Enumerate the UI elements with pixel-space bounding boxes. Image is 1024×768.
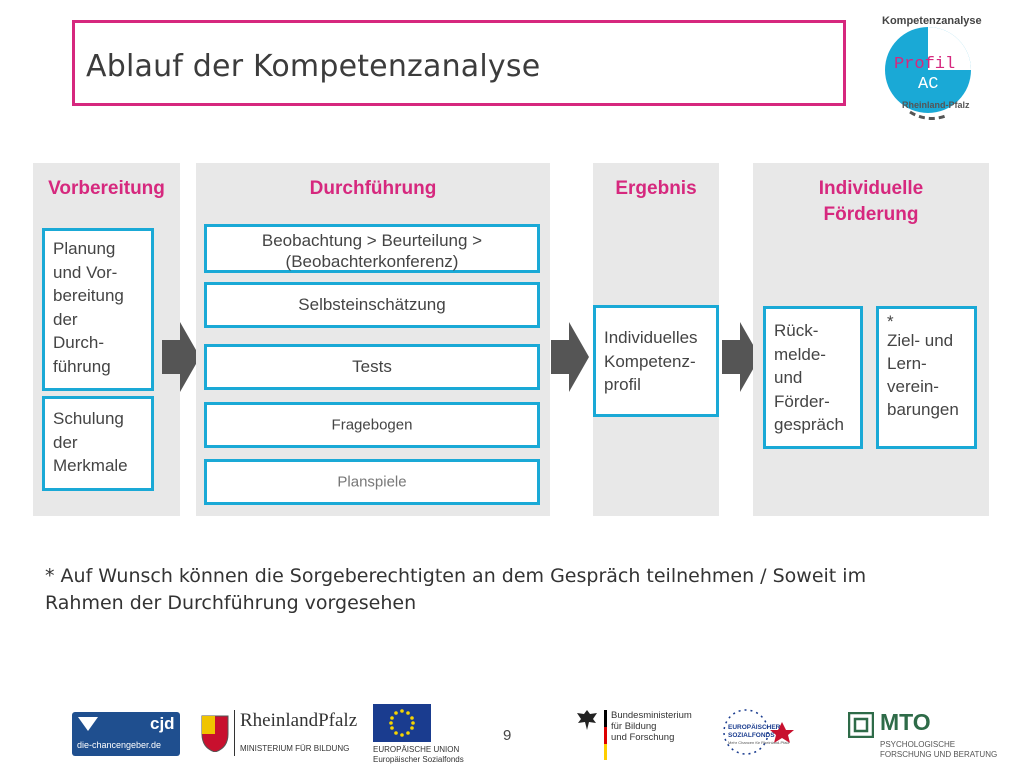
box-text: Selbsteinschätzung bbox=[298, 295, 446, 314]
column-heading: Individuelle Förderung bbox=[818, 178, 924, 225]
eu-line1: EUROPÄISCHE UNION bbox=[373, 745, 460, 754]
profil-ac-logo-graphic: Profil AC bbox=[885, 27, 971, 120]
bmbf-line2: für Bildung bbox=[611, 721, 657, 732]
mto-line1: PSYCHOLOGISCHE bbox=[880, 740, 956, 749]
column-vorbereitung: Vorbereitung Planung und Vor- bereitung … bbox=[33, 163, 180, 516]
box-selbsteinschaetzung: Selbsteinschätzung bbox=[204, 282, 540, 328]
esf-line2: SOZIALFONDS bbox=[728, 732, 775, 739]
cjd-mark: cjd bbox=[150, 714, 175, 733]
mto-logo: MTO PSYCHOLOGISCHE FORSCHUNG UND BERATUN… bbox=[848, 709, 998, 762]
box-text: Rück- melde- und Förder- gespräch bbox=[774, 321, 844, 434]
box-rueckmeldegespraech: Rück- melde- und Förder- gespräch bbox=[763, 306, 863, 449]
box-fragebogen: Fragebogen bbox=[204, 402, 540, 448]
page-title: Ablauf der Kompetenzanalyse bbox=[86, 49, 541, 84]
rlp-name: RheinlandPfalz bbox=[240, 710, 358, 731]
esf-logo: EUROPÄISCHER SOZIALFONDS Mehr Chancen fü… bbox=[716, 708, 800, 758]
eu-line2: Europäischer Sozialfonds bbox=[373, 755, 464, 764]
arrow-right-icon bbox=[162, 322, 200, 392]
cjd-logo: cjd die-chancengeber.de bbox=[72, 712, 180, 756]
box-text: Planung und Vor- bereitung der Durch- fü… bbox=[53, 239, 124, 376]
eu-logo: EUROPÄISCHE UNION Europäischer Sozialfon… bbox=[373, 704, 493, 766]
box-text: Individuelles Kompetenz- profil bbox=[604, 328, 698, 394]
box-schulung: Schulung der Merkmale bbox=[42, 396, 154, 491]
logo-region: Rheinland-Pfalz bbox=[902, 100, 970, 110]
mto-line2: FORSCHUNG UND BERATUNG bbox=[880, 750, 998, 759]
box-text: Schulung der Merkmale bbox=[53, 409, 128, 475]
box-text: Planspiele bbox=[337, 473, 407, 491]
bmbf-line1: Bundesministerium bbox=[611, 710, 692, 721]
flag-stripe bbox=[604, 710, 607, 760]
star-ring-icon bbox=[723, 709, 794, 755]
column-ergebnis: Ergebnis Individuelles Kompetenz- profil bbox=[593, 163, 719, 516]
rlp-ministry: MINISTERIUM FÜR BILDUNG bbox=[240, 744, 350, 753]
eu-flag-icon bbox=[373, 704, 431, 742]
shield-icon bbox=[78, 717, 98, 731]
mto-name: MTO bbox=[880, 709, 931, 735]
profil-ac-logo: Profil AC Kompetenzanalyse Rheinland-Pfa… bbox=[878, 12, 998, 124]
footnote: * Auf Wunsch können die Sorgeberechtigte… bbox=[45, 565, 867, 614]
box-zielvereinbarungen: * Ziel- und Lern- verein- barungen bbox=[876, 306, 977, 449]
eagle-icon bbox=[577, 710, 597, 730]
box-text: Tests bbox=[352, 357, 392, 376]
box-text: Beobachtung > Beurteilung > (Beobachterk… bbox=[261, 231, 483, 271]
box-planung: Planung und Vor- bereitung der Durch- fü… bbox=[42, 228, 154, 391]
box-planspiele: Planspiele bbox=[204, 459, 540, 505]
column-durchfuehrung: Durchführung Beobachtung > Beurteilung >… bbox=[196, 163, 550, 516]
esf-line1: EUROPÄISCHER bbox=[728, 724, 781, 731]
column-heading: Ergebnis bbox=[615, 178, 697, 199]
divider bbox=[234, 710, 235, 756]
mto-mark-icon bbox=[848, 712, 874, 738]
box-text: * Ziel- und Lern- verein- barungen bbox=[887, 312, 959, 419]
bmbf-logo: Bundesministerium für Bildung und Forsch… bbox=[576, 708, 706, 764]
coat-of-arms-icon bbox=[201, 715, 229, 752]
rlp-logo: RheinlandPfalz MINISTERIUM FÜR BILDUNG bbox=[200, 710, 357, 758]
logo-heading: Kompetenzanalyse bbox=[882, 15, 982, 27]
bmbf-line3: und Forschung bbox=[611, 732, 675, 743]
box-tests: Tests bbox=[204, 344, 540, 390]
box-beobachtung: Beobachtung > Beurteilung > (Beobachterk… bbox=[204, 224, 540, 273]
box-kompetenzprofil: Individuelles Kompetenz- profil bbox=[593, 305, 719, 417]
arrow-right-icon bbox=[551, 322, 589, 392]
profil-word: Profil bbox=[894, 55, 955, 74]
column-foerderung: Individuelle Förderung Rück- melde- und … bbox=[753, 163, 989, 516]
esf-line3: Mehr Chancen für Rheinland-Pfalz bbox=[728, 740, 790, 745]
arrow-right-icon bbox=[722, 322, 760, 392]
box-text: Fragebogen bbox=[331, 416, 413, 434]
title-box: Ablauf der Kompetenzanalyse bbox=[72, 20, 846, 106]
column-heading: Durchführung bbox=[309, 178, 437, 199]
column-heading: Vorbereitung bbox=[48, 178, 165, 199]
ac-word: AC bbox=[918, 75, 938, 94]
page-number: 9 bbox=[503, 727, 512, 744]
cjd-caption: die-chancengeber.de bbox=[77, 740, 162, 750]
